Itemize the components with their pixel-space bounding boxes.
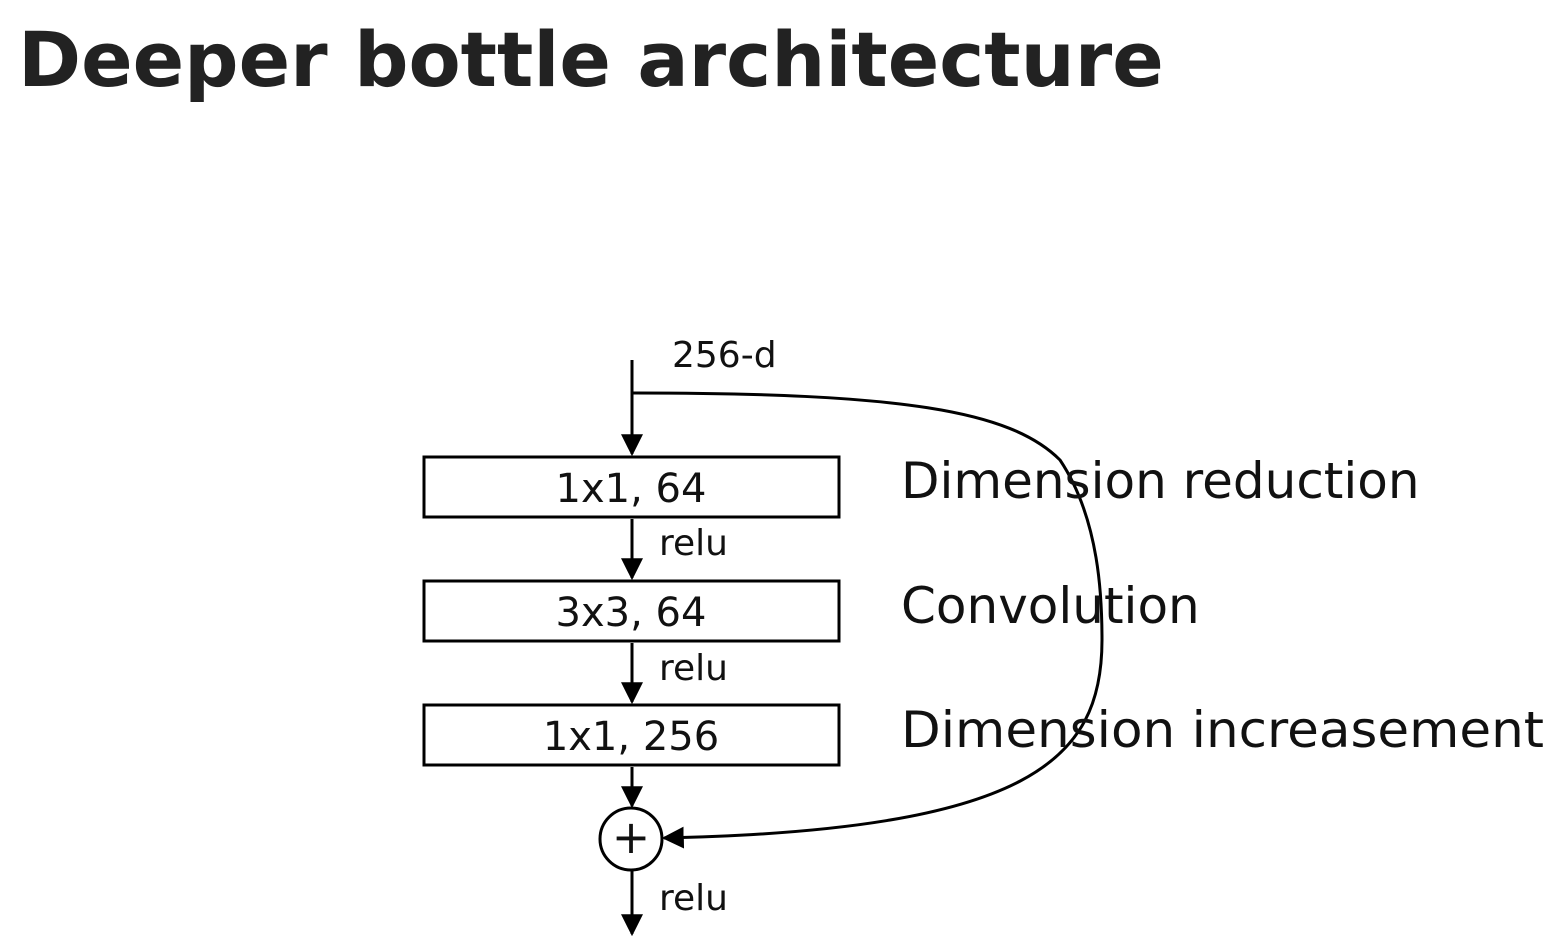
sum-symbol: + [612,810,651,864]
skip-connection [631,391,1104,849]
annotation-1: Dimension reduction [901,452,1420,510]
layer-label-3: 1x1, 256 [543,714,719,760]
relu-label-3: relu [659,878,728,919]
layer-box-2 [422,579,841,643]
slide-title: Deeper bottle architecture [18,15,1164,104]
relu-label-1: relu [659,523,728,564]
layer-box-3 [422,703,841,767]
sum-node [598,806,664,872]
input-dimension-label: 256-d [672,335,777,376]
relu-label-2: relu [659,648,728,689]
annotation-3: Dimension increasement [901,701,1544,759]
layer-label-1: 1x1, 64 [556,466,707,512]
layer-label-2: 3x3, 64 [556,590,707,636]
layer-box-1 [422,455,841,519]
annotation-2: Convolution [901,577,1200,635]
